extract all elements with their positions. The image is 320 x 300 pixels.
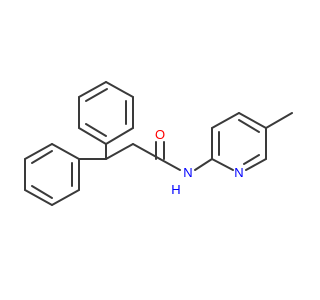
molecule-diagram: O N H N [24,81,293,206]
amide-group: N H [159,158,213,197]
oxygen-label: O [155,127,165,142]
amide-nitrogen-label: N [183,165,192,180]
structure-drawing: O N H N [24,81,293,206]
upper-phenyl-ring [78,81,134,145]
pyridine-ring: N [211,112,267,180]
ring-nitrogen-label: N [234,165,243,180]
lower-phenyl-ring [24,143,80,206]
methyl-group [265,112,293,129]
carbonyl-group: O [155,127,165,160]
aliphatic-chain [78,143,161,160]
amide-hydrogen-label: H [171,182,180,197]
